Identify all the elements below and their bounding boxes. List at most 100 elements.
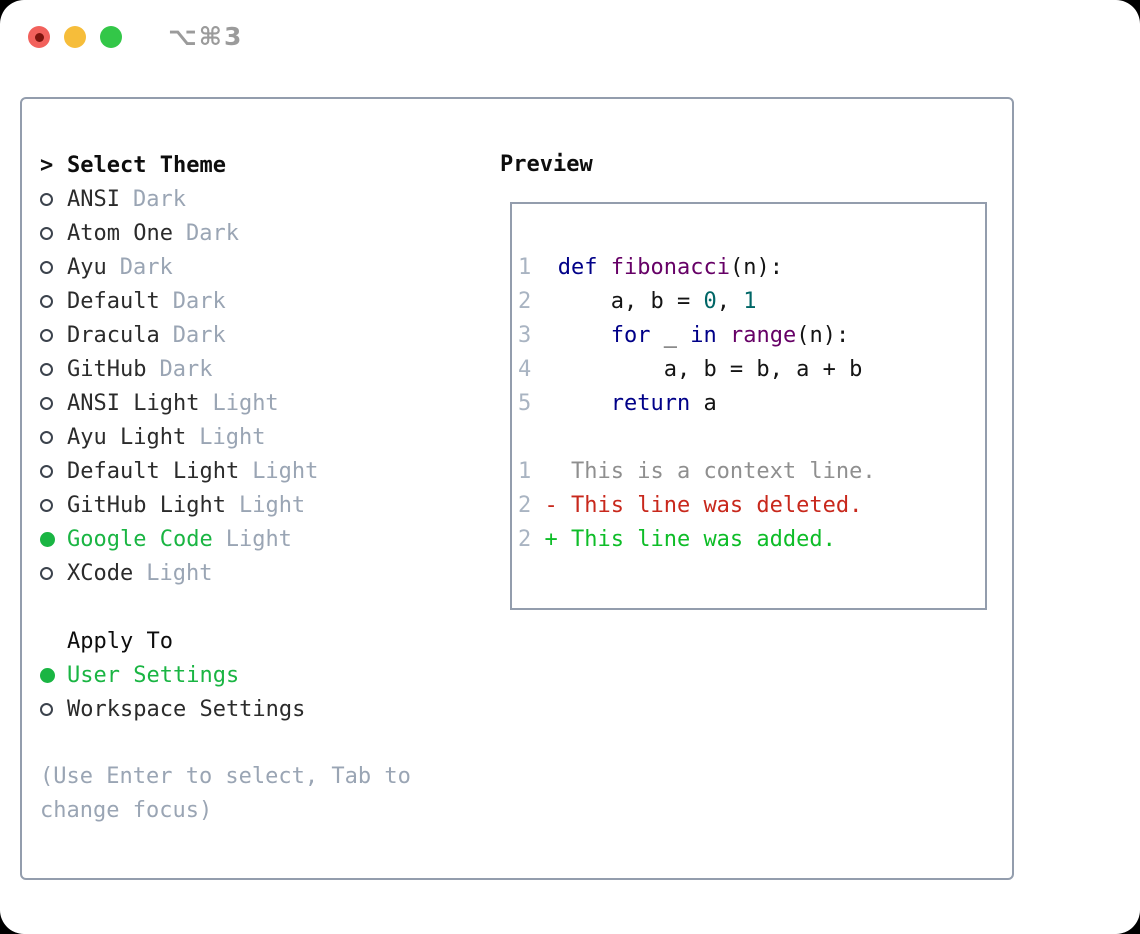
diff-line: 1 This is a context line. [518, 455, 985, 489]
theme-variant: Dark [172, 322, 226, 348]
preview-panel: Preview 1 def fibonacci(n):2 a, b = 0, 1… [500, 148, 987, 610]
radio-slot [40, 294, 67, 308]
radio-icon [40, 192, 53, 206]
line-number: 4 [518, 357, 558, 382]
token-plain: (n): [729, 255, 783, 280]
close-button[interactable] [28, 26, 50, 48]
code-line: 5 return a [518, 387, 985, 421]
line-number: 3 [518, 323, 558, 348]
apply-option-user-settings[interactable]: User Settings [40, 658, 480, 692]
token-function: range [729, 323, 797, 348]
token-function: fibonacci [610, 255, 730, 280]
close-button-dot-icon [34, 32, 44, 42]
titlebar: ⌥⌘3 [0, 0, 1140, 75]
spacer [40, 726, 480, 760]
theme-name: ANSI Light [67, 390, 200, 416]
diff-line: 2 - This line was deleted. [518, 489, 985, 523]
line-number: 5 [518, 391, 558, 416]
token-keyword: def [557, 255, 598, 280]
radio-slot [40, 702, 67, 716]
token-plain: , [716, 289, 744, 314]
theme-variant: Light [238, 492, 306, 518]
blank-line [518, 421, 985, 455]
radio-icon [40, 328, 53, 342]
theme-option-github[interactable]: GitHub Dark [40, 352, 480, 386]
line-number: 1 [518, 255, 558, 280]
zoom-button[interactable] [100, 26, 122, 48]
theme-option-atom-one[interactable]: Atom One Dark [40, 216, 480, 250]
spacer [40, 590, 480, 624]
radio-icon [40, 260, 53, 274]
token-plain [558, 391, 611, 416]
token-keyword: in [690, 323, 717, 348]
theme-variant: Dark [185, 220, 239, 246]
cursor-indicator: > [40, 152, 54, 178]
theme-name: ANSI [67, 186, 120, 212]
token-number: 1 [743, 289, 757, 314]
code-line: 2 a, b = 0, 1 [518, 285, 985, 319]
theme-name: Default [67, 288, 160, 314]
theme-name: Google Code [67, 526, 213, 552]
theme-name: Dracula [67, 322, 160, 348]
radio-icon [40, 566, 53, 580]
theme-option-default[interactable]: Default Dark [40, 284, 480, 318]
code-line: 3 for _ in range(n): [518, 319, 985, 353]
line-number: 2 [518, 493, 545, 518]
line-number: 2 [518, 527, 545, 552]
radio-icon [40, 498, 53, 512]
token-plain: (n): [796, 323, 850, 348]
code-line: 4 a, b = b, a + b [518, 353, 985, 387]
radio-slot [40, 192, 67, 206]
select-theme-title: Select Theme [67, 152, 226, 178]
token-plain: a [690, 391, 717, 416]
radio-icon [40, 294, 53, 308]
select-theme-header: > Select Theme [40, 148, 480, 182]
apply-option-workspace-settings[interactable]: Workspace Settings [40, 692, 480, 726]
radio-slot [40, 464, 67, 478]
apply-option-name: Workspace Settings [67, 696, 306, 722]
radio-slot [40, 667, 67, 683]
theme-name: XCode [67, 560, 134, 586]
theme-variant: Dark [159, 356, 213, 382]
radio-slot [40, 260, 67, 274]
radio-slot [40, 396, 67, 410]
line-number: 1 [518, 459, 545, 484]
minimize-button[interactable] [64, 26, 86, 48]
token-number: 0 [703, 289, 717, 314]
code-line: 1 def fibonacci(n): [518, 251, 985, 285]
radio-icon [40, 362, 53, 376]
radio-icon [40, 226, 53, 240]
theme-name: Ayu [67, 254, 107, 280]
apply-option-name: User Settings [67, 662, 240, 688]
radio-slot [40, 226, 67, 240]
radio-slot [40, 328, 67, 342]
line-number: 2 [518, 289, 558, 314]
theme-option-xcode[interactable]: XCode Light [40, 556, 480, 590]
token-plain: _ [650, 323, 691, 348]
radio-slot [40, 531, 67, 547]
theme-option-dracula[interactable]: Dracula Dark [40, 318, 480, 352]
theme-name: GitHub [67, 356, 147, 382]
theme-variant: Light [252, 458, 319, 484]
help-text: (Use Enter to select, Tab to change focu… [40, 764, 411, 823]
radio-slot [40, 566, 67, 580]
theme-name: Atom One [67, 220, 173, 246]
theme-variant: Light [146, 560, 213, 586]
theme-variant: Light [199, 424, 266, 450]
token-plain [598, 255, 611, 280]
theme-variant: Dark [172, 288, 226, 314]
token-plain [558, 323, 611, 348]
token-context: This is a context line. [544, 459, 876, 484]
